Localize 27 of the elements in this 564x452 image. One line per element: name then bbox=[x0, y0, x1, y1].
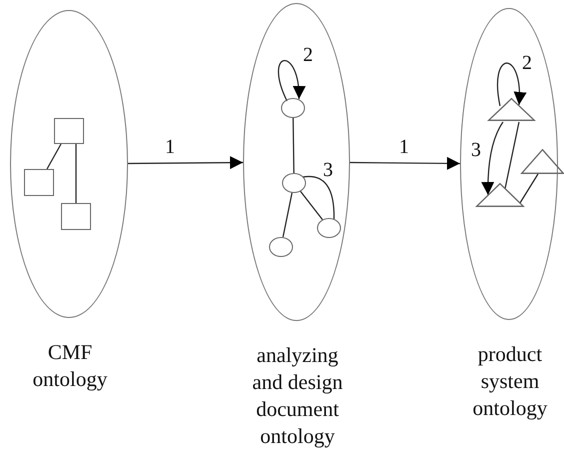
loop-arrow bbox=[497, 62, 526, 106]
connector-line bbox=[504, 122, 520, 190]
connector-line bbox=[75, 144, 77, 203]
node-label: product system ontology bbox=[472, 341, 548, 422]
circle-node bbox=[281, 98, 305, 118]
square-node bbox=[61, 203, 91, 230]
edge-label: 3 bbox=[322, 160, 334, 180]
connector-line bbox=[302, 176, 335, 219]
connector-line bbox=[300, 191, 323, 220]
connector-line bbox=[292, 118, 294, 173]
circle-node bbox=[282, 173, 306, 193]
square-node bbox=[54, 118, 84, 144]
loop-arrow bbox=[278, 60, 305, 102]
arrow bbox=[128, 156, 243, 170]
square-node bbox=[24, 169, 54, 196]
circle-node bbox=[317, 218, 341, 238]
arrow bbox=[481, 122, 504, 195]
connector-line bbox=[282, 192, 293, 238]
node-label: analyzing and design document ontology bbox=[251, 342, 344, 450]
triangle-node bbox=[521, 149, 564, 174]
connector-line bbox=[46, 144, 62, 170]
circle-node bbox=[269, 237, 293, 257]
triangle-node bbox=[488, 98, 535, 121]
arrow bbox=[350, 156, 460, 170]
triangle-node bbox=[476, 183, 524, 207]
node-label: CMF ontology bbox=[32, 339, 108, 393]
connector-line bbox=[520, 174, 538, 204]
